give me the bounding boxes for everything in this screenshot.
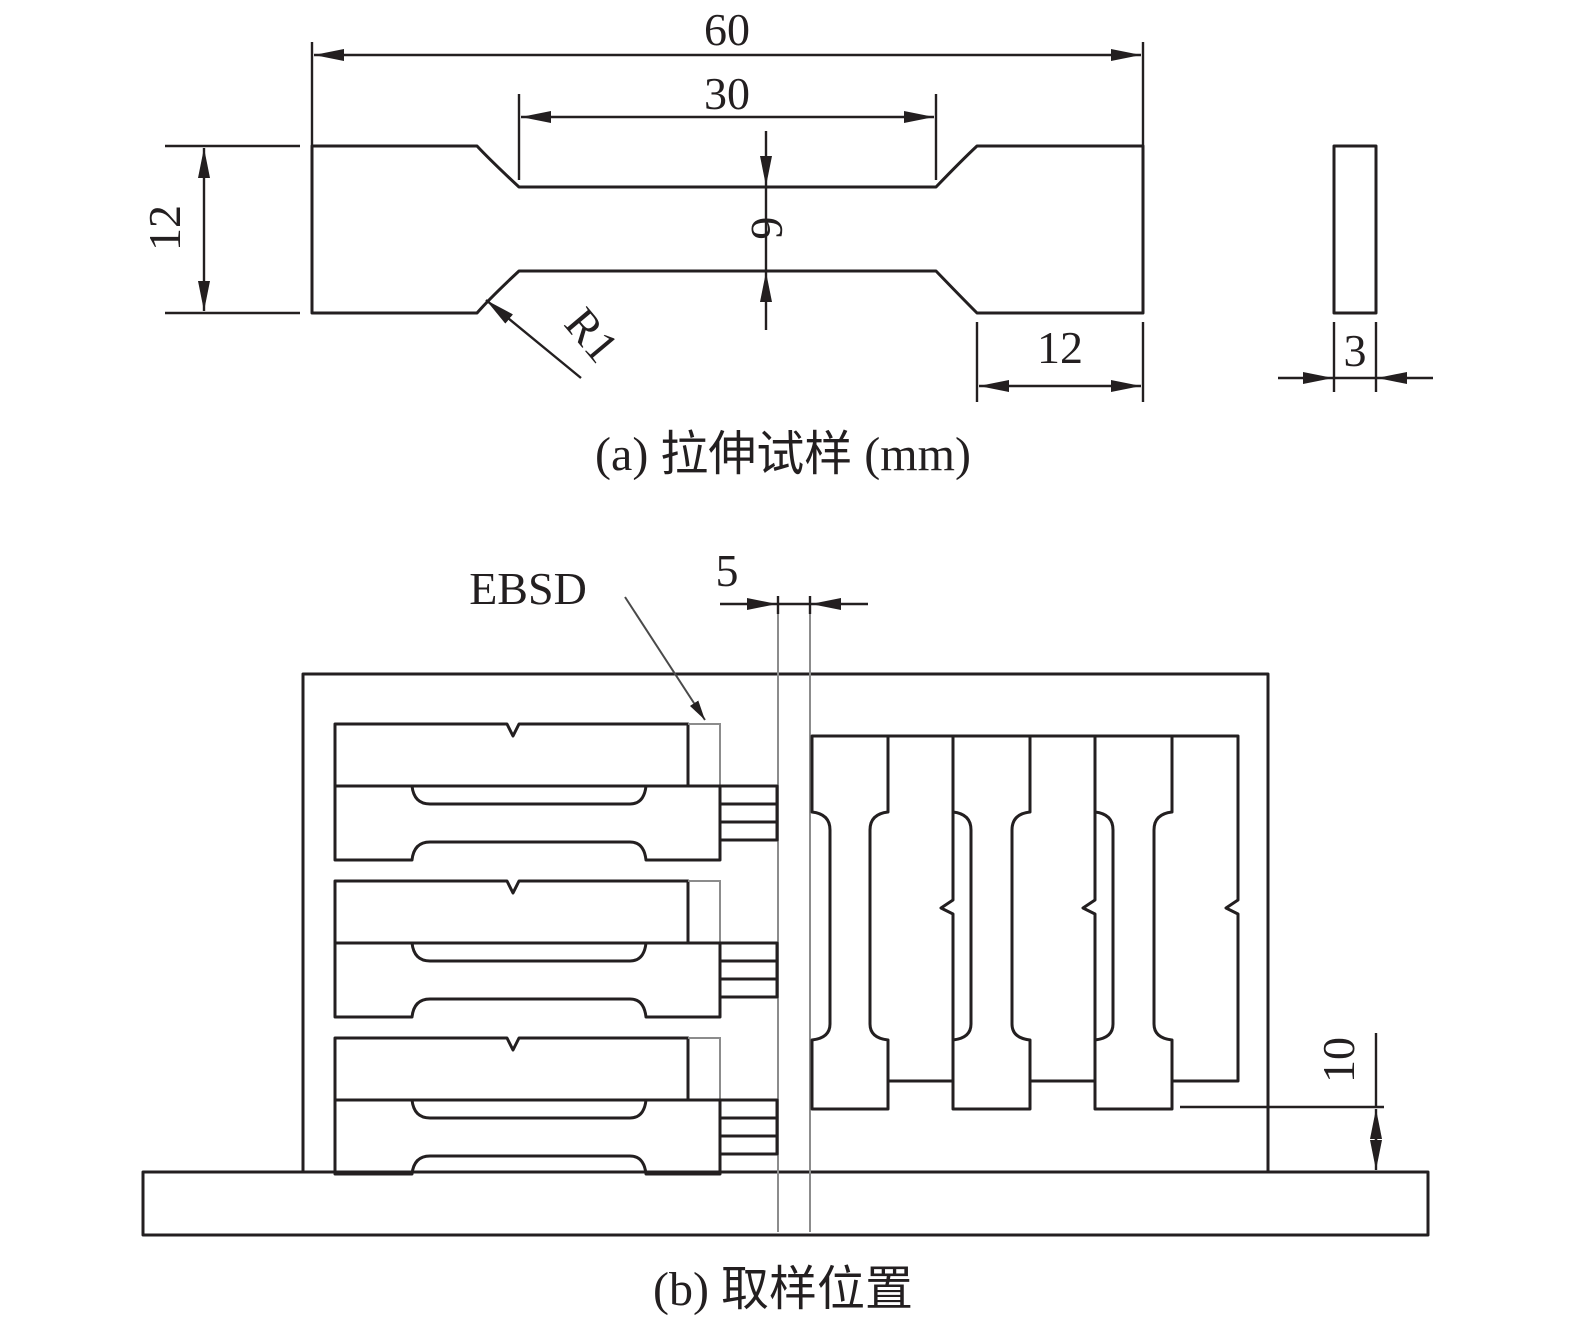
horizontal-specimen-group (333, 1036, 779, 1176)
sampling-position-drawing: 5 EBSD 10 (b) 取样位置 (141, 545, 1430, 1316)
side-tab (718, 1134, 779, 1156)
side-tab (718, 941, 779, 963)
tensile-specimen-vertical (951, 734, 1032, 1111)
dim-label-gauge-width: 6 (742, 217, 793, 240)
impact-specimen-vertical (1170, 734, 1240, 1083)
dim-label-base-gap: 10 (1313, 1037, 1364, 1083)
ebsd-sample-strip (688, 880, 721, 944)
ebsd-sample-strip (688, 723, 721, 787)
ebsd-sample-strip (688, 1037, 721, 1101)
impact-specimen (333, 879, 690, 945)
base-plate (141, 1170, 1430, 1237)
impact-specimen-vertical (886, 734, 955, 1083)
ebsd-label: EBSD (469, 563, 587, 614)
vertical-specimen-group (810, 734, 1240, 1111)
horizontal-specimen-groups (333, 722, 779, 1176)
specimen-side-view (1332, 144, 1378, 315)
tensile-specimen-horizontal (333, 784, 722, 862)
side-tab (718, 784, 779, 806)
dim-label-overall-length: 60 (704, 4, 750, 55)
ebsd-leader (624, 596, 706, 721)
specimen-outline (310, 144, 1145, 315)
side-tab (718, 802, 779, 824)
side-tab (718, 1116, 779, 1138)
impact-specimen (333, 722, 690, 788)
caption-b: (b) 取样位置 (653, 1263, 913, 1316)
horizontal-specimen-group (333, 879, 779, 1019)
dim-label-grip-length: 12 (1037, 322, 1083, 373)
dim-label-gauge-length: 30 (704, 68, 750, 119)
dim-label-grip-width: 12 (139, 205, 190, 251)
side-tab (718, 977, 779, 999)
side-tab (718, 959, 779, 981)
impact-specimen-vertical (1028, 734, 1097, 1083)
impact-specimen (333, 1036, 690, 1102)
dim-label-offset: 5 (716, 545, 739, 596)
side-tab (718, 820, 779, 842)
dim-label-thickness: 3 (1344, 325, 1367, 376)
tensile-specimen-horizontal (333, 941, 722, 1019)
caption-a: (a) 拉伸试样 (mm) (595, 428, 971, 481)
deposit-block (301, 672, 1270, 1174)
horizontal-specimen-group (333, 722, 779, 862)
tensile-specimen-vertical (810, 734, 890, 1111)
tensile-specimen-horizontal (333, 1098, 722, 1176)
tensile-specimen-drawing: 60 30 6 12 12 R1 3 (a) 拉伸试样 (mm) (139, 4, 1433, 481)
dim-label-fillet-radius: R1 (555, 298, 629, 372)
tensile-specimen-vertical (1093, 734, 1174, 1111)
radius-leader (485, 299, 582, 379)
side-tab (718, 1098, 779, 1120)
